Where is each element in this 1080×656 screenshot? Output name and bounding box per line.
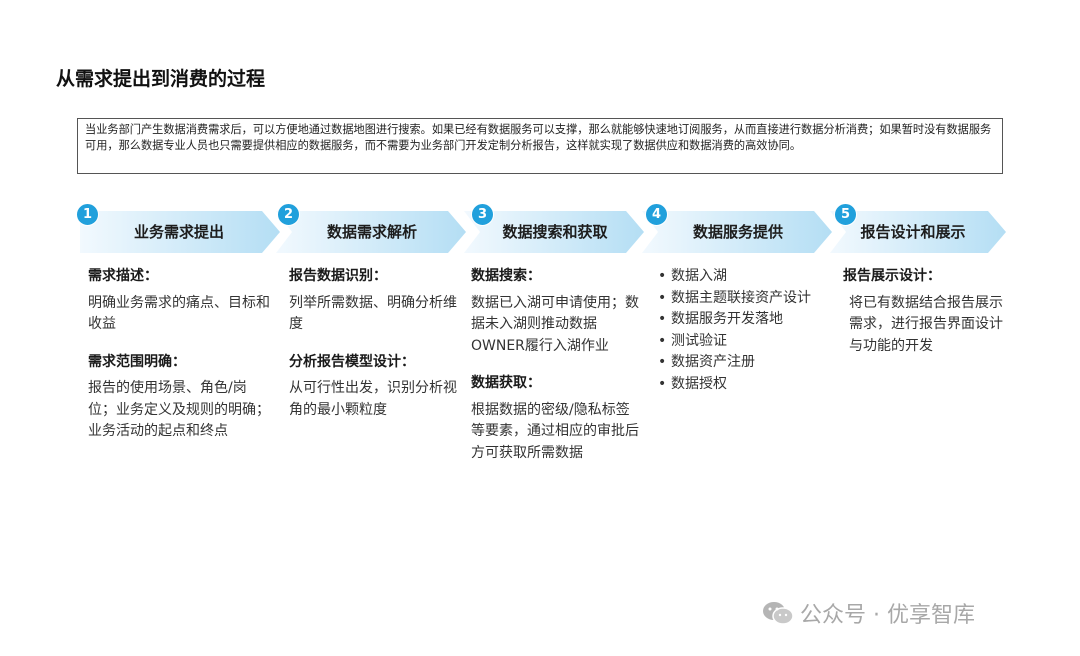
block-text: 根据数据的密级/隐私标签等要素，通过相应的审批后方可获取所需数据 [471,401,639,461]
block-text: 报告的使用场景、角色/岗位；业务定义及规则的明确；业务活动的起点和终点 [88,380,270,439]
list-item: 数据主题联接资产设计 [658,288,838,310]
list-item: 测试验证 [658,331,838,353]
step-2-number: 2 [277,203,300,226]
chevron-arrow-icon [80,211,280,253]
step-2-label: 数据需求解析 [326,223,417,241]
block-text: 将已有数据结合报告展示需求，进行报告界面设计与功能的开发 [849,294,1003,354]
step-3-details: 数据搜索： 数据已入湖可申请使用；数据未入湖则推动数据OWNER履行入湖作业 数… [471,266,643,480]
block-heading: 需求描述： [88,268,158,284]
watermark-text: 公众号 · 优享智库 [800,603,975,628]
block-heading: 报告展示设计： [843,268,941,284]
step-3-arrow: 数据搜索和获取 [464,211,644,253]
step-4-details: 数据入湖 数据主题联接资产设计 数据服务开发落地 测试验证 数据资产注册 数据授… [658,266,838,395]
step-1-number: 1 [76,203,99,226]
step-1-arrow: 业务需求提出 [80,211,280,253]
block-heading: 分析报告模型设计： [289,353,415,370]
block-text: 明确业务需求的痛点、目标和收益 [88,294,270,333]
chevron-arrow-icon [642,211,832,253]
step-1-details: 需求描述： 明确业务需求的痛点、目标和收益 需求范围明确： 报告的使用场景、角色… [88,266,272,459]
step-5-arrow: 报告设计和展示 [830,211,1006,253]
list-item: 数据服务开发落地 [658,309,838,331]
block-text: 列举所需数据、明确分析维度 [289,294,457,333]
step-5-label: 报告设计和展示 [860,223,966,241]
service-list: 数据入湖 数据主题联接资产设计 数据服务开发落地 测试验证 数据资产注册 数据授… [658,266,838,395]
chevron-arrow-icon [464,211,644,253]
block-heading: 数据搜索： [471,268,541,284]
list-item: 数据授权 [658,374,838,396]
step-4-number: 4 [645,203,668,226]
block-text: 从可行性出发，识别分析视角的最小颗粒度 [289,380,457,418]
step-3-number: 3 [471,203,494,226]
step-4-label: 数据服务提供 [692,223,783,241]
block-heading: 数据获取： [471,375,541,391]
step-4-arrow: 数据服务提供 [642,211,832,253]
block-heading: 需求范围明确： [88,353,186,370]
block-text: 数据已入湖可申请使用；数据未入湖则推动数据OWNER履行入湖作业 [471,294,639,354]
step-1-label: 业务需求提出 [133,223,224,241]
wechat-icon [762,600,794,626]
chevron-arrow-icon [276,211,466,253]
list-item: 数据资产注册 [658,352,838,374]
page-title: 从需求提出到消费的过程 [56,68,266,90]
chevron-arrow-icon [830,211,1006,253]
watermark: 公众号 · 优享智库 [762,597,975,629]
step-2-details: 报告数据识别： 列举所需数据、明确分析维度 分析报告模型设计： 从可行性出发，识… [289,266,457,437]
list-item: 数据入湖 [658,266,838,288]
step-2-arrow: 数据需求解析 [276,211,466,253]
step-3-label: 数据搜索和获取 [502,223,608,241]
intro-box: 当业务部门产生数据消费需求后，可以方便地通过数据地图进行搜索。如果已经有数据服务… [77,118,1003,174]
step-5-details: 报告展示设计： 将已有数据结合报告展示需求，进行报告界面设计与功能的开发 [843,266,1007,373]
step-5-number: 5 [834,203,857,226]
block-heading: 报告数据识别： [289,268,387,284]
